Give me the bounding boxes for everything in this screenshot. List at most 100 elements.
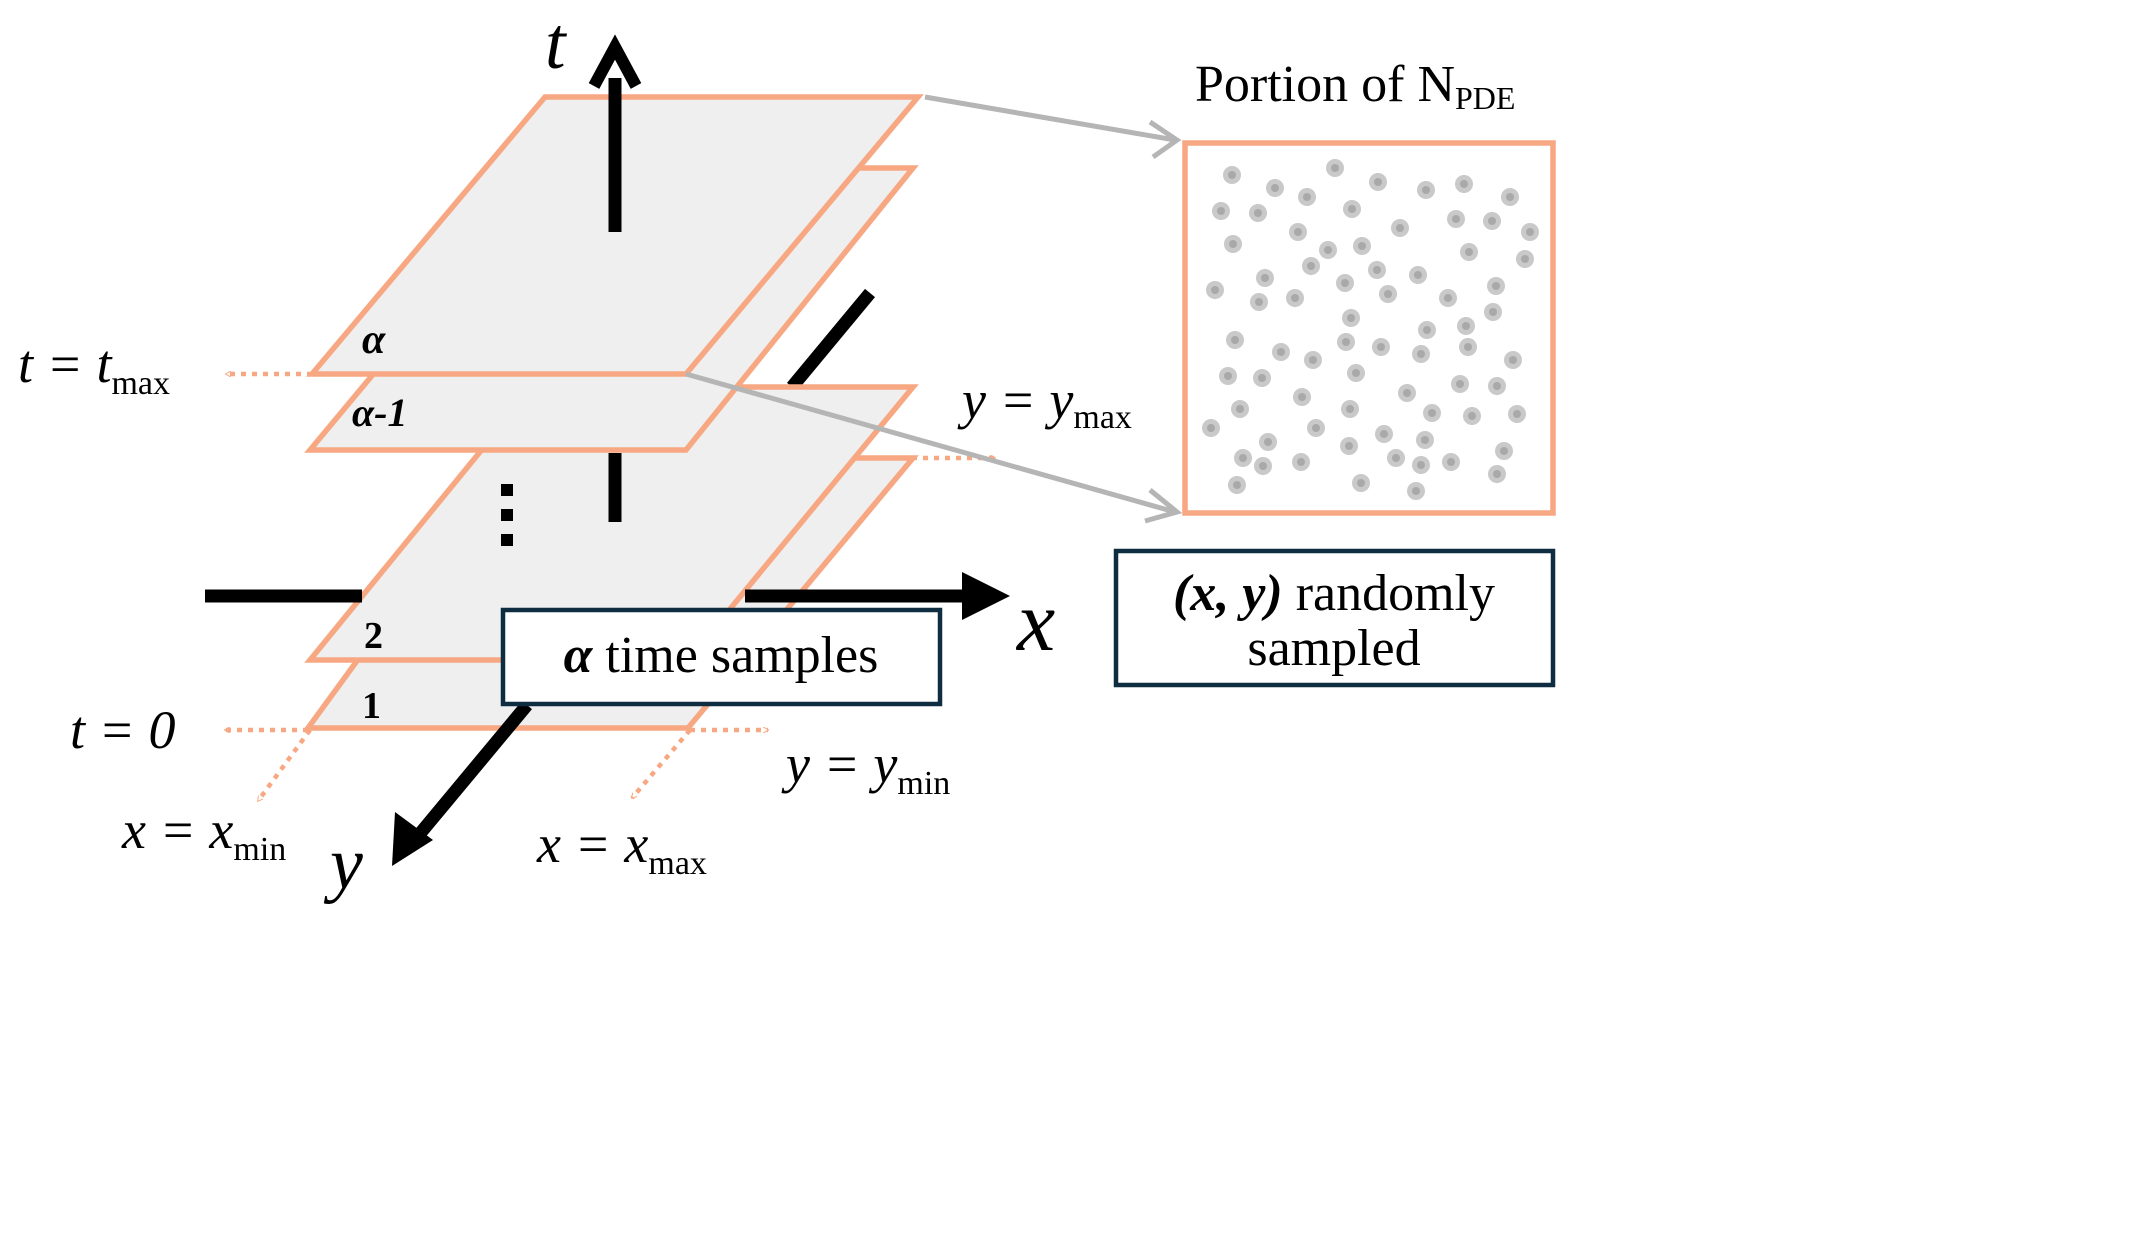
y-max-label: y = ymax	[957, 370, 1132, 436]
sample-point	[1508, 405, 1526, 423]
sample-point	[1224, 235, 1242, 253]
svg-text:t = tmax: t = tmax	[18, 334, 170, 402]
sample-point	[1442, 453, 1460, 471]
plane-label-2: 2	[364, 615, 383, 657]
sample-point	[1418, 321, 1436, 339]
sample-point	[1387, 449, 1405, 467]
sample-point	[1423, 404, 1441, 422]
sample-point	[1254, 457, 1272, 475]
sample-point	[1304, 351, 1322, 369]
plane-label-alpha: α	[362, 317, 386, 363]
sample-point	[1336, 274, 1354, 292]
sample-point	[1488, 465, 1506, 483]
t-axis	[588, 34, 642, 232]
sample-point	[1289, 223, 1307, 241]
sample-point	[1391, 219, 1409, 237]
sample-point	[1504, 351, 1522, 369]
sample-point	[1250, 293, 1268, 311]
sample-point	[1488, 377, 1506, 395]
sample-point	[1326, 159, 1344, 177]
sample-point	[1256, 269, 1274, 287]
svg-text:x = xmin: x = xmin	[121, 800, 286, 868]
sample-point	[1253, 369, 1271, 387]
sample-point	[1416, 431, 1434, 449]
svg-text:x = xmax: x = xmax	[536, 814, 707, 882]
sample-point	[1516, 250, 1534, 268]
sample-point	[1459, 338, 1477, 356]
sample-point	[1455, 175, 1473, 193]
sample-point	[1483, 212, 1501, 230]
sample-point	[1457, 317, 1475, 335]
sample-point	[1347, 364, 1365, 382]
y-axis-back	[786, 288, 876, 392]
sample-point	[1202, 419, 1220, 437]
sample-point	[1212, 202, 1230, 220]
sample-point	[1259, 433, 1277, 451]
sample-point	[1368, 261, 1386, 279]
sample-point	[1286, 289, 1304, 307]
random-sampled-line2: sampled	[1247, 620, 1420, 677]
sample-point	[1521, 223, 1539, 241]
sample-point	[1407, 482, 1425, 500]
plane-label-1: 1	[362, 685, 381, 727]
sample-point	[1484, 303, 1502, 321]
random-sampled-line1: (x, y) randomly	[1173, 565, 1495, 622]
sample-point	[1223, 166, 1241, 184]
random-sampled-box: (x, y) randomly sampled	[1113, 548, 1556, 688]
xmin-dotted-arrow	[256, 728, 312, 803]
t-max-label: t = tmax	[18, 334, 170, 402]
sample-point	[1307, 419, 1325, 437]
x-axis	[205, 572, 1010, 620]
time-samples-box: α time samples	[500, 607, 943, 707]
sample-point	[1412, 345, 1430, 363]
sample-point	[1439, 289, 1457, 307]
pointer-arrow-top	[924, 94, 1182, 160]
sample-point	[1409, 266, 1427, 284]
sample-point	[1398, 384, 1416, 402]
sample-point	[1353, 237, 1371, 255]
sample-points	[1202, 159, 1539, 500]
y-axis-front	[392, 700, 532, 866]
sample-point	[1369, 173, 1387, 191]
sample-point	[1226, 331, 1244, 349]
sample-point	[1340, 437, 1358, 455]
ellipsis-icon	[501, 484, 513, 546]
sample-point	[1495, 442, 1513, 460]
plane-label-alpha-minus-1: α-1	[352, 390, 407, 435]
sample-point	[1206, 281, 1224, 299]
time-samples-text: α time samples	[564, 627, 879, 684]
sample-point	[1412, 456, 1430, 474]
y-axis-label: y	[323, 823, 363, 905]
sample-point	[1292, 453, 1310, 471]
svg-text:y = ymin: y = ymin	[781, 734, 950, 802]
sample-point	[1228, 476, 1246, 494]
t-zero-label: t = 0	[70, 700, 175, 760]
sample-point	[1379, 285, 1397, 303]
sample-point	[1451, 375, 1469, 393]
sample-point	[1337, 333, 1355, 351]
x-axis-label: x	[1015, 573, 1055, 669]
sample-point	[1272, 343, 1290, 361]
portion-title: Portion of NPDE	[1195, 56, 1515, 116]
pointer-arrow-bottom	[685, 371, 1183, 524]
sample-point	[1293, 388, 1311, 406]
sample-point	[1266, 179, 1284, 197]
sample-point	[1319, 241, 1337, 259]
y-min-label: y = ymin	[781, 734, 950, 802]
svg-text:y = ymax: y = ymax	[957, 370, 1132, 436]
sample-point	[1231, 400, 1249, 418]
sample-point	[1249, 204, 1267, 222]
sample-point	[1219, 367, 1237, 385]
xmax-dotted-arrow	[630, 728, 692, 800]
sample-point	[1298, 188, 1316, 206]
x-max-label: x = xmax	[536, 814, 707, 882]
sample-point	[1352, 474, 1370, 492]
sample-point	[1343, 200, 1361, 218]
t-axis-label: t	[545, 3, 568, 85]
sample-point	[1417, 181, 1435, 199]
sample-point	[1234, 449, 1252, 467]
sample-point	[1460, 243, 1478, 261]
sample-point	[1341, 400, 1359, 418]
sample-point	[1463, 407, 1481, 425]
